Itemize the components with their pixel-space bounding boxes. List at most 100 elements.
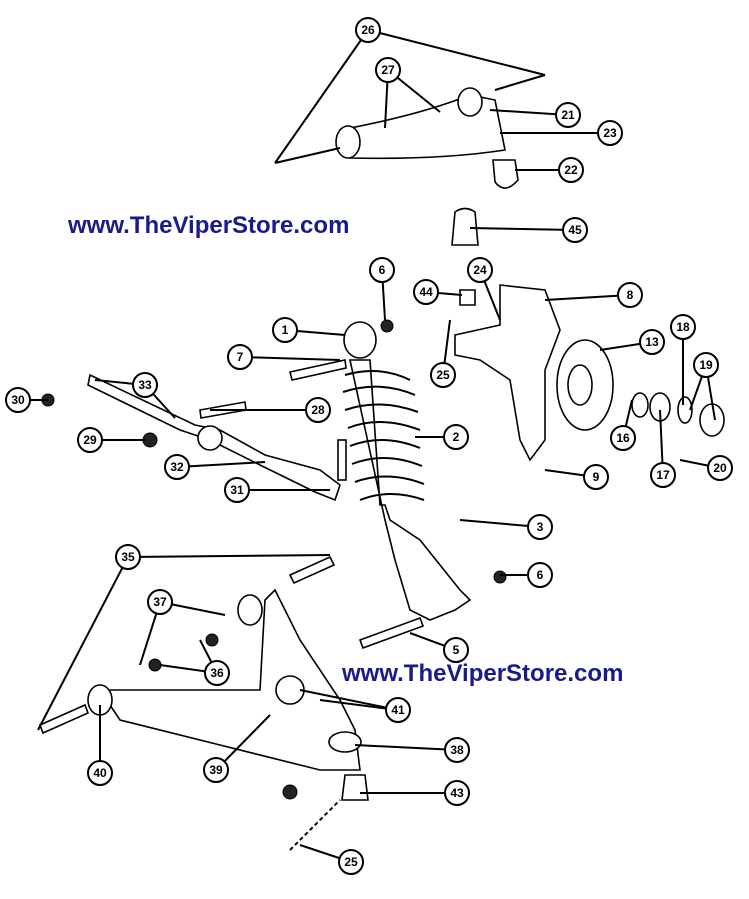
callout-number: 25 — [436, 368, 450, 382]
callout-number: 39 — [209, 763, 223, 777]
callout-number: 6 — [537, 568, 544, 582]
part-callout-27: 27 — [375, 57, 401, 83]
part-callout-29: 29 — [77, 427, 103, 453]
callout-number: 40 — [93, 766, 107, 780]
part-callout-37: 37 — [147, 589, 173, 615]
part-callout-38: 38 — [444, 737, 470, 763]
leader-line — [299, 689, 399, 711]
callout-number: 45 — [568, 223, 582, 237]
ball-joint-boot — [451, 207, 479, 246]
steering-knuckle — [454, 284, 725, 462]
leader-line — [469, 227, 576, 231]
callout-number: 24 — [473, 263, 487, 277]
part-callout-33: 33 — [132, 372, 158, 398]
part-callout-44: 44 — [413, 279, 439, 305]
part-callout-9: 9 — [583, 464, 609, 490]
part-callout-39: 39 — [203, 757, 229, 783]
part-callout-35: 35 — [115, 544, 141, 570]
callout-number: 23 — [603, 126, 617, 140]
part-callout-30: 30 — [5, 387, 31, 413]
callout-number: 2 — [453, 430, 460, 444]
part-callout-16: 16 — [610, 425, 636, 451]
callout-number: 32 — [170, 460, 184, 474]
part-callout-28: 28 — [305, 397, 331, 423]
part-callout-45: 45 — [562, 217, 588, 243]
leader-line — [239, 356, 341, 361]
part-callout-40: 40 — [87, 760, 113, 786]
part-callout-21: 21 — [555, 102, 581, 128]
part-callout-26: 26 — [355, 17, 381, 43]
part-callout-19: 19 — [693, 352, 719, 378]
upper-control-arm — [274, 74, 546, 189]
part-callout-17: 17 — [650, 462, 676, 488]
callout-number: 8 — [627, 288, 634, 302]
lower-control-arm — [38, 555, 369, 851]
callout-number: 43 — [450, 786, 464, 800]
leader-line — [37, 556, 129, 731]
callout-number: 9 — [593, 470, 600, 484]
part-callout-43: 43 — [444, 780, 470, 806]
leader-line — [459, 519, 541, 528]
part-callout-22: 22 — [558, 157, 584, 183]
part-callout-5: 5 — [443, 637, 469, 663]
part-callout-6: 6 — [527, 562, 553, 588]
part-callout-2: 2 — [443, 424, 469, 450]
callout-number: 44 — [419, 285, 433, 299]
callout-number: 16 — [616, 431, 630, 445]
tie-rod — [41, 373, 347, 502]
leader-line — [176, 461, 266, 468]
callout-number: 27 — [381, 63, 395, 77]
part-callout-13: 13 — [639, 329, 665, 355]
callout-number: 6 — [379, 263, 386, 277]
callout-number: 25 — [344, 855, 358, 869]
callout-number: 41 — [391, 703, 405, 717]
leader-line — [274, 29, 369, 164]
callout-number: 30 — [11, 393, 25, 407]
callout-number: 31 — [230, 483, 244, 497]
part-callout-25: 25 — [338, 849, 364, 875]
coil-spring-shock — [289, 319, 507, 650]
part-callout-23: 23 — [597, 120, 623, 146]
callout-number: 35 — [121, 550, 135, 564]
leader-line — [127, 554, 331, 558]
callout-number: 29 — [83, 433, 97, 447]
callout-number: 19 — [699, 358, 713, 372]
part-callout-31: 31 — [224, 477, 250, 503]
part-callout-6: 6 — [369, 257, 395, 283]
callout-number: 5 — [453, 643, 460, 657]
callout-number: 13 — [645, 335, 659, 349]
leader-line — [544, 294, 631, 301]
part-callout-36: 36 — [204, 660, 230, 686]
callout-number: 20 — [713, 461, 727, 475]
callout-number: 37 — [153, 595, 167, 609]
callout-number: 3 — [537, 520, 544, 534]
part-callout-25: 25 — [430, 362, 456, 388]
leader-line — [367, 29, 546, 76]
callout-number: 28 — [311, 403, 325, 417]
callout-number: 26 — [361, 23, 375, 37]
callout-number: 18 — [676, 320, 690, 334]
callout-number: 1 — [282, 323, 289, 337]
callout-number: 17 — [656, 468, 670, 482]
leader-line — [319, 699, 399, 711]
part-callout-1: 1 — [272, 317, 298, 343]
callout-number: 22 — [564, 163, 578, 177]
part-callout-20: 20 — [707, 455, 733, 481]
leader-line — [354, 744, 458, 751]
watermark-text: www.TheViperStore.com — [68, 212, 350, 239]
part-callout-41: 41 — [385, 697, 411, 723]
watermark-text: www.TheViperStore.com — [342, 660, 624, 687]
callout-number: 7 — [237, 350, 244, 364]
callout-number: 38 — [450, 743, 464, 757]
part-callout-8: 8 — [617, 282, 643, 308]
part-callout-3: 3 — [527, 514, 553, 540]
part-callout-18: 18 — [670, 314, 696, 340]
callout-number: 36 — [210, 666, 224, 680]
leader-line — [489, 109, 569, 116]
part-callout-24: 24 — [467, 257, 493, 283]
part-callout-7: 7 — [227, 344, 253, 370]
callout-number: 33 — [138, 378, 152, 392]
part-callout-32: 32 — [164, 454, 190, 480]
